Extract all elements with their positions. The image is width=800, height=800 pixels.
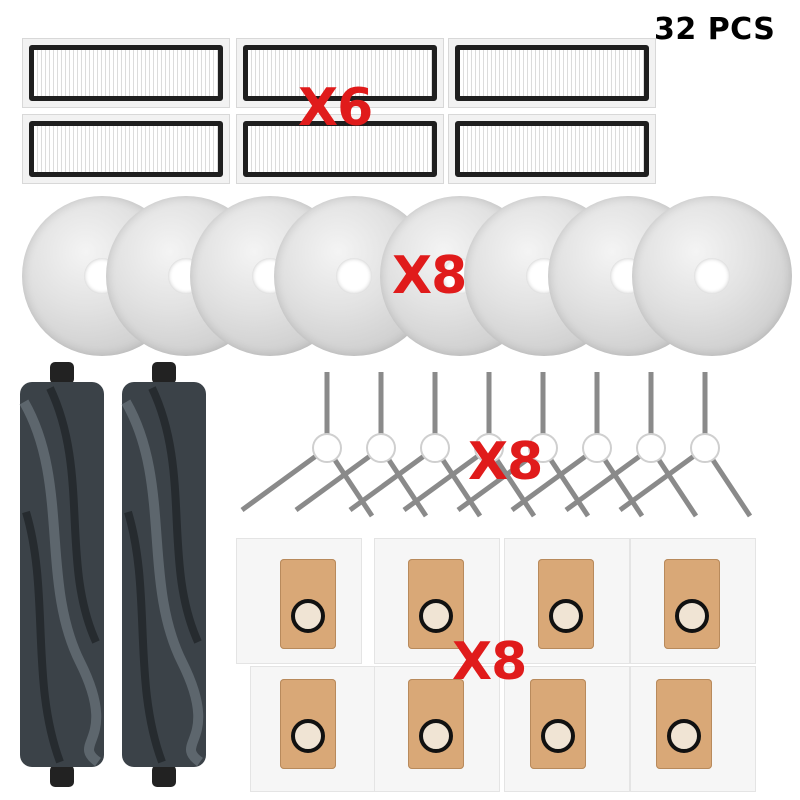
dust-bag: [280, 559, 336, 649]
bag-seal-ring: [291, 599, 325, 633]
dust-bag-card: [374, 538, 500, 664]
dust-bags-multiplier: X8: [452, 632, 527, 692]
dust-bag: [408, 559, 464, 649]
dust-bag-card: [504, 538, 630, 664]
bag-seal-ring: [667, 719, 701, 753]
side-brushes-multiplier: X8: [468, 432, 543, 492]
dust-bag: [530, 679, 586, 769]
hepa-filter: [448, 114, 656, 184]
bag-seal-ring: [419, 719, 453, 753]
mop-pads-multiplier: X8: [392, 246, 467, 306]
total-pieces-label: 32 PCS: [654, 12, 776, 47]
side-brush: [348, 372, 483, 518]
dust-bag-card: [236, 538, 362, 664]
dust-bag-card: [504, 666, 630, 792]
hepa-filter: [22, 114, 230, 184]
dust-bag: [280, 679, 336, 769]
mop-pad: [632, 196, 792, 356]
bag-seal-ring: [291, 719, 325, 753]
dust-bag: [408, 679, 464, 769]
side-brush: [294, 372, 429, 518]
hepa-filter: [236, 114, 444, 184]
dust-bag: [664, 559, 720, 649]
main-roller-brush: [121, 362, 206, 787]
bag-seal-ring: [419, 599, 453, 633]
side-brush: [240, 372, 375, 518]
dust-bag-card: [250, 666, 376, 792]
dust-bag-card: [630, 666, 756, 792]
bag-seal-ring: [549, 599, 583, 633]
side-brush: [564, 372, 699, 518]
hepa-filter: [236, 38, 444, 108]
dust-bag: [656, 679, 712, 769]
dust-bag-card: [630, 538, 756, 664]
dust-bag-card: [374, 666, 500, 792]
hepa-filter: [448, 38, 656, 108]
dust-bag: [538, 559, 594, 649]
side-brush: [618, 372, 753, 518]
filters-multiplier: X6: [298, 78, 373, 138]
hepa-filter: [22, 38, 230, 108]
main-roller-brush: [19, 362, 104, 787]
bag-seal-ring: [541, 719, 575, 753]
bag-seal-ring: [675, 599, 709, 633]
mop-pad-hole: [336, 258, 372, 294]
side-brush: [510, 372, 645, 518]
mop-pad-hole: [694, 258, 730, 294]
side-brush: [456, 372, 591, 518]
side-brush: [402, 372, 537, 518]
